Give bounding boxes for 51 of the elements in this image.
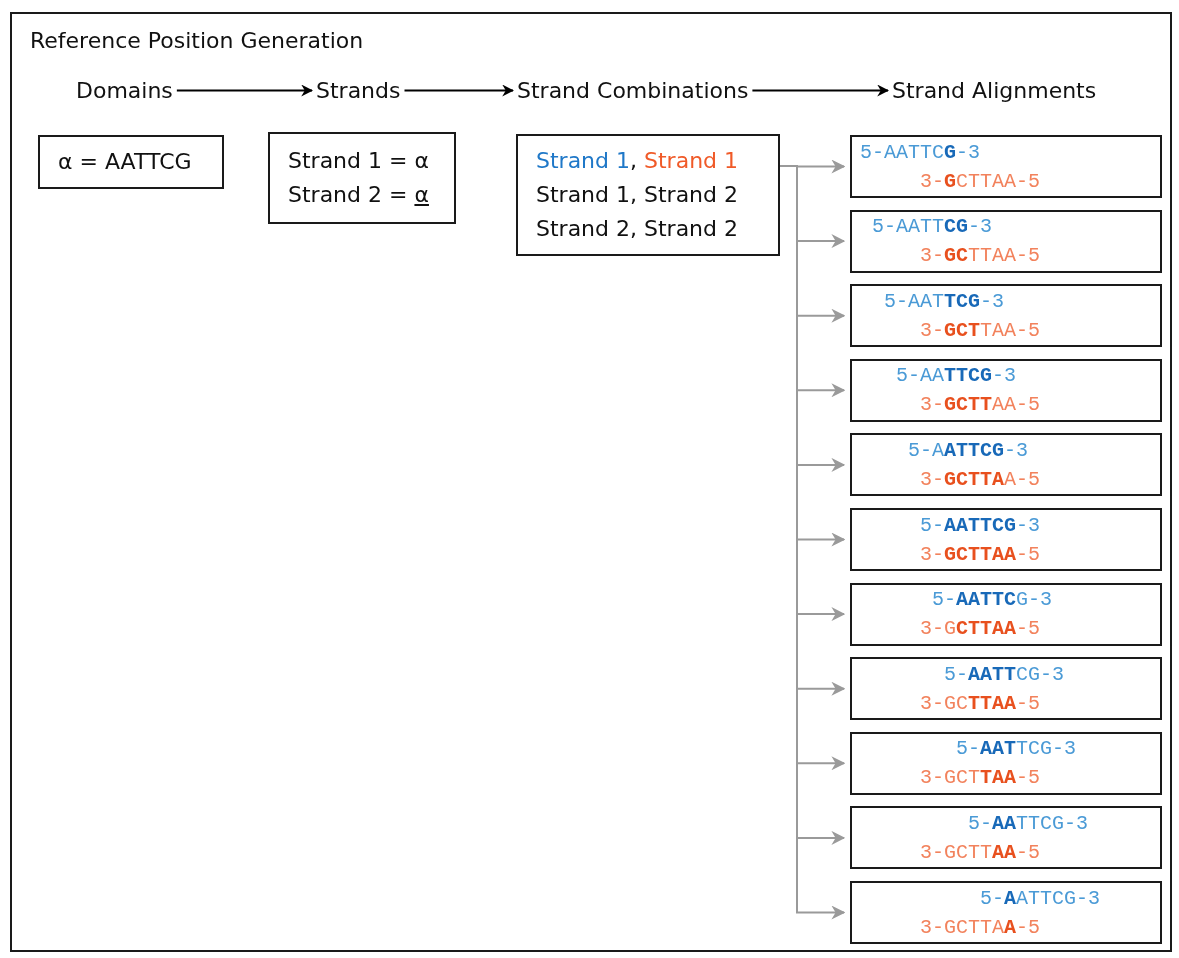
alignment-box [850, 209, 1162, 273]
stage-label: Strand Alignments [892, 78, 1097, 103]
strand-pair-text: Strand 1, Strand 1 [536, 147, 740, 175]
definition-box [38, 135, 224, 189]
arrow [751, 84, 890, 97]
alignment-box [850, 433, 1162, 497]
sequence-text: 5-AATTCG-3 [896, 363, 1017, 390]
sequence-text: 3-GCTTAA-5 [920, 839, 1041, 866]
strand-pair-text: Strand 2, Strand 2 [536, 215, 740, 243]
alignment-box [850, 881, 1162, 944]
stage-label: Domains [76, 78, 173, 103]
sequence-text: 5-AATTCG-3 [944, 661, 1065, 688]
arrow [175, 84, 314, 97]
strand-definition-text: Strand 1 = α [288, 147, 430, 175]
alignment-box [850, 731, 1162, 795]
panel-title: Reference Position Generation [30, 28, 364, 53]
sequence-text: 3-GCTTAA-5 [920, 317, 1041, 344]
definition-box [268, 132, 456, 224]
sequence-text: 5-AATTCG-3 [956, 736, 1077, 763]
stage-label: Strand Combinations [517, 78, 749, 103]
sequence-text: 5-AATTCG-3 [860, 139, 981, 166]
alignment-box [850, 284, 1162, 348]
sequence-text: 3-GCTTAA-5 [920, 392, 1041, 419]
sequence-text: 3-GCTTAA-5 [920, 616, 1041, 643]
strand-definition-text: Strand 2 = α [288, 181, 430, 209]
sequence-text: 5-AATTCG-3 [920, 512, 1041, 539]
sequence-text: 3-GCTTAA-5 [920, 541, 1041, 568]
sequence-text: 5-AATTCG-3 [932, 587, 1053, 614]
alignment-box [850, 806, 1162, 870]
strand-pair-text: Strand 1, Strand 2 [536, 181, 740, 209]
sequence-text: 5-AATTCG-3 [968, 810, 1089, 837]
alignment-box [850, 657, 1162, 721]
sequence-text: 5-AATTCG-3 [884, 288, 1005, 315]
sequence-text: 3-GCTTAA-5 [920, 914, 1041, 941]
stage-label: Strands [316, 78, 401, 103]
arrow [403, 84, 515, 97]
alignment-box [850, 358, 1162, 422]
sequence-text: 3-GCTTAA-5 [920, 765, 1041, 792]
sequence-text: 5-AATTCG-3 [980, 885, 1101, 912]
alignment-box [850, 135, 1162, 198]
alignment-box [850, 508, 1162, 571]
domain-definition-text: α = AATTCG [58, 148, 193, 176]
sequence-text: 5-AATTCG-3 [908, 437, 1029, 464]
sequence-text: 3-GCTTAA-5 [920, 168, 1041, 195]
alignment-box [850, 582, 1162, 646]
sequence-text: 5-AATTCG-3 [872, 214, 993, 241]
panel-frame [10, 12, 1172, 952]
sequence-text: 3-GCTTAA-5 [920, 243, 1041, 270]
definition-box [516, 134, 780, 256]
sequence-text: 3-GCTTAA-5 [920, 690, 1041, 717]
sequence-text: 3-GCTTAA-5 [920, 466, 1041, 493]
